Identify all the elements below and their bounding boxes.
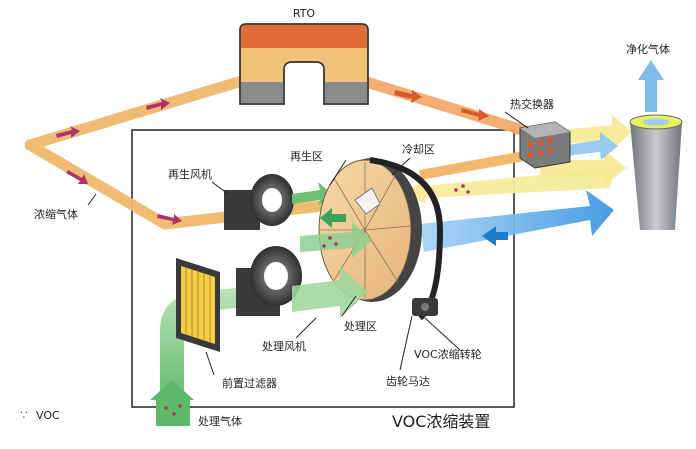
heat-exchanger-icon (519, 121, 571, 169)
chimney-icon (629, 114, 683, 230)
filter-icon (176, 258, 220, 352)
process-fan-label: 处理风机 (262, 339, 306, 353)
heat-exchanger-label: 热交换器 (510, 97, 554, 111)
inlet-gas-label: 处理气体 (198, 414, 242, 428)
process-zone-label: 处理区 (344, 320, 377, 333)
concentrated-gas-label: 浓缩气体 (34, 207, 78, 221)
regen-fan-icon (224, 174, 332, 230)
rto-label: RTO (293, 7, 316, 20)
motor-icon (412, 298, 438, 316)
device-frame (131, 129, 515, 408)
voc-legend-label: VOC (36, 409, 60, 422)
cooling-zone-label: 冷却区 (402, 143, 435, 156)
rto-unit-icon (239, 23, 369, 105)
voc-legend-symbol: ∵ (20, 408, 28, 422)
clean-gas-label: 净化气体 (626, 42, 670, 56)
cooling-return-duct (405, 115, 632, 204)
regen-zone-label: 再生区 (290, 149, 323, 163)
pre-filter-label: 前置过滤器 (222, 376, 277, 390)
rotor-label: VOC浓缩转轮 (414, 347, 482, 361)
device-title: VOC浓缩装置 (392, 412, 490, 431)
process-fan-icon (236, 246, 368, 318)
regen-fan-label: 再生风机 (168, 167, 212, 181)
gear-motor-label: 齿轮马达 (386, 374, 430, 388)
clean-gas-up-arrow (638, 60, 664, 112)
rotor-wheel-icon (300, 157, 444, 321)
heat-exchanger-leader (504, 111, 529, 129)
